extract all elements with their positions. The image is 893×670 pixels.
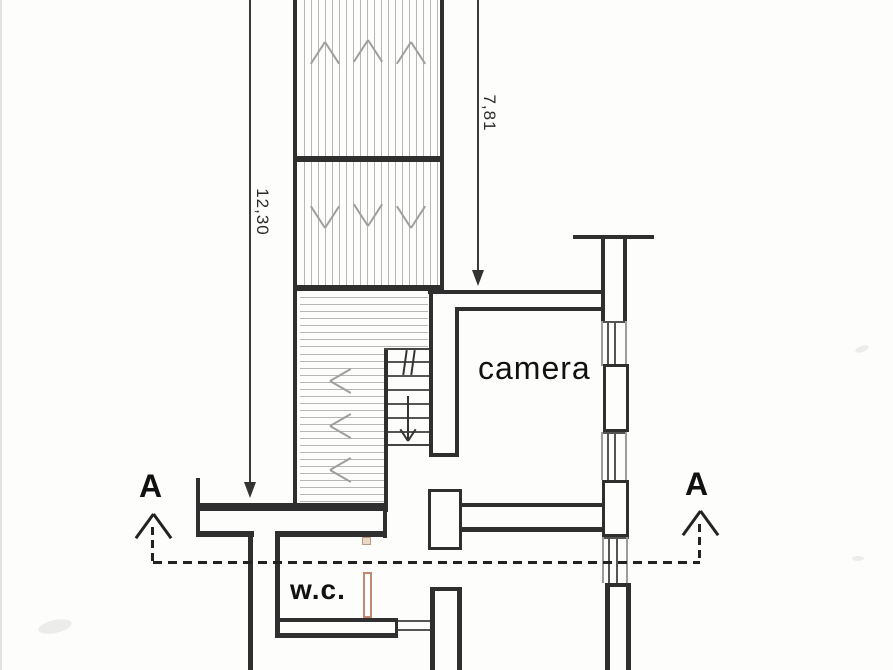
left-wall-stub	[196, 478, 200, 537]
camera-top-wall-outer	[428, 290, 605, 294]
right-wall-t-cap	[573, 235, 654, 239]
section-cut-line	[153, 561, 700, 564]
door-threshold-line	[398, 620, 431, 622]
camera-left-wall-outer	[429, 290, 433, 457]
dimension-arrow-icon	[472, 270, 484, 286]
window-glass-line	[616, 537, 618, 583]
right-wall-pier1-line	[623, 238, 627, 321]
stair-tread	[388, 403, 431, 405]
camera-left-wall-inner	[455, 307, 459, 457]
window-glass-line	[614, 321, 616, 366]
window-glass-line	[626, 537, 628, 583]
door-pier	[428, 489, 462, 550]
scan-edge-artifact	[0, 0, 2, 670]
stair-lower-flight-hatch	[300, 291, 428, 348]
stair-tread	[388, 389, 431, 391]
section-marker-left: A	[139, 468, 163, 504]
right-wall-lower-line	[605, 583, 610, 670]
door-threshold-line	[398, 629, 431, 631]
stair-tread	[388, 375, 431, 377]
dimension-label-7-81: 7,81	[480, 94, 499, 132]
left-outer-wall	[248, 531, 253, 670]
window-glass-line	[614, 432, 616, 480]
dimension-label-12-30: 12,30	[253, 188, 272, 236]
wc-south-wall-line2	[275, 633, 398, 638]
lower-left-wall-band	[197, 531, 254, 537]
wc-north-wall	[275, 531, 387, 537]
stair-tread	[388, 431, 431, 433]
stair-shaft-left-wall	[293, 0, 297, 511]
window-sill	[602, 537, 629, 539]
window-glass-line	[608, 537, 610, 583]
right-wall-lower-line	[626, 583, 631, 670]
stair-box-divider-wall	[384, 348, 388, 512]
dimension-line-7-81	[477, 0, 479, 271]
center-lower-wall	[430, 587, 462, 670]
scan-smudge	[854, 343, 870, 355]
scan-smudge	[37, 616, 73, 637]
right-wall-lower-cap	[605, 583, 631, 587]
stair-flight-divider	[293, 285, 444, 291]
right-wall-pier3	[602, 480, 629, 537]
section-arrow-up-icon	[699, 510, 720, 537]
stair-tread	[388, 361, 431, 363]
window-glass-line	[625, 321, 627, 366]
room-label-wc: w.c.	[290, 574, 346, 605]
dimension-arrow-icon	[244, 482, 256, 498]
window-glass-line	[601, 432, 603, 480]
stair-down-arrow	[407, 396, 409, 440]
stair-box-top-line	[384, 348, 432, 350]
stair-tread	[388, 417, 431, 419]
room-label-camera: camera	[478, 350, 591, 386]
section-marker-right: A	[685, 466, 709, 502]
right-wall-pier2	[603, 364, 629, 432]
section-arrow-up-icon	[152, 513, 173, 540]
hall-wall-top-line	[460, 503, 605, 507]
camera-top-wall-inner	[456, 307, 603, 311]
wc-radiator	[363, 572, 372, 618]
window-glass-line	[601, 321, 603, 366]
stair-landing-divider	[293, 156, 444, 162]
stair-shaft-right-wall	[440, 0, 444, 291]
dimension-line-12-30	[249, 0, 251, 483]
stair-box-bottom-line	[388, 444, 431, 446]
scan-smudge	[852, 556, 864, 561]
wc-west-wall	[275, 533, 280, 637]
section-arrow-riser-right	[698, 524, 701, 563]
wc-door-mark	[362, 537, 371, 545]
window-glass-line	[602, 537, 604, 583]
hall-wall-bottom-line	[460, 527, 605, 532]
wc-south-wall-line1	[277, 618, 398, 622]
section-arrow-riser-left	[151, 527, 154, 563]
window-glass-line	[607, 321, 609, 366]
window-glass-line	[625, 432, 627, 480]
landing-south-wall	[197, 503, 387, 511]
camera-left-wall-cap	[429, 453, 459, 457]
window-glass-line	[607, 432, 609, 480]
wc-east-wall-stub	[383, 511, 387, 538]
right-wall-pier1-line	[601, 238, 605, 321]
wc-south-wall-edge	[395, 618, 398, 635]
